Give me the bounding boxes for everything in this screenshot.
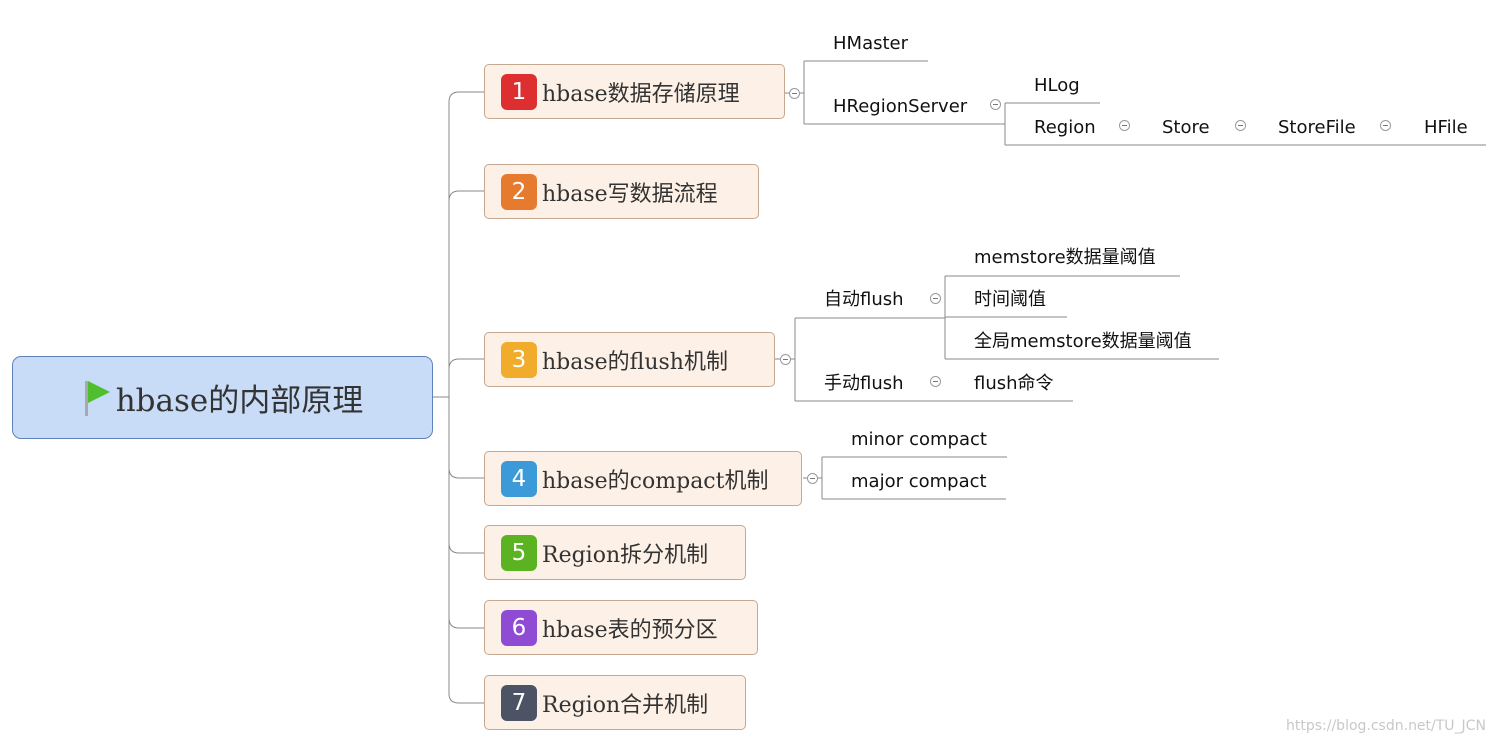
collapse-icon[interactable] bbox=[1380, 120, 1391, 131]
node-major-compact[interactable]: major compact bbox=[851, 471, 987, 492]
collapse-icon[interactable] bbox=[1235, 120, 1246, 131]
topic-label: hbase的flush机制 bbox=[542, 349, 728, 375]
topic-4[interactable]: 4 hbase的compact机制 bbox=[484, 451, 802, 506]
flag-icon bbox=[82, 379, 112, 417]
node-hlog[interactable]: HLog bbox=[1034, 75, 1080, 96]
topic-label: hbase写数据流程 bbox=[542, 181, 718, 207]
priority-7-icon: 7 bbox=[501, 684, 537, 721]
node-time-threshold[interactable]: 时间阈值 bbox=[974, 289, 1046, 310]
collapse-icon[interactable] bbox=[930, 293, 941, 304]
topic-label: hbase的compact机制 bbox=[542, 468, 769, 494]
topic-5[interactable]: 5 Region拆分机制 bbox=[484, 525, 746, 580]
watermark: https://blog.csdn.net/TU_JCN bbox=[1286, 718, 1486, 734]
collapse-icon[interactable] bbox=[789, 88, 800, 99]
node-hfile[interactable]: HFile bbox=[1424, 117, 1468, 138]
node-flush-command[interactable]: flush命令 bbox=[974, 373, 1054, 394]
collapse-icon[interactable] bbox=[780, 354, 791, 365]
topic-7[interactable]: 7 Region合并机制 bbox=[484, 675, 746, 730]
priority-2-icon: 2 bbox=[501, 173, 537, 210]
node-hregionserver[interactable]: HRegionServer bbox=[833, 96, 968, 117]
topic-3[interactable]: 3 hbase的flush机制 bbox=[484, 332, 775, 387]
collapse-icon[interactable] bbox=[807, 473, 818, 484]
collapse-icon[interactable] bbox=[930, 376, 941, 387]
topic-2[interactable]: 2 hbase写数据流程 bbox=[484, 164, 759, 219]
collapse-icon[interactable] bbox=[990, 99, 1001, 110]
priority-6-icon: 6 bbox=[501, 609, 537, 646]
topic-6[interactable]: 6 hbase表的预分区 bbox=[484, 600, 758, 655]
priority-3-icon: 3 bbox=[501, 341, 537, 378]
central-topic-label: hbase的内部原理 bbox=[115, 383, 364, 419]
node-store[interactable]: Store bbox=[1162, 117, 1210, 138]
collapse-icon[interactable] bbox=[1119, 120, 1130, 131]
node-region[interactable]: Region bbox=[1034, 117, 1096, 138]
node-memstore-threshold[interactable]: memstore数据量阈值 bbox=[974, 247, 1156, 268]
node-hmaster[interactable]: HMaster bbox=[833, 33, 909, 54]
node-minor-compact[interactable]: minor compact bbox=[851, 429, 987, 450]
node-auto-flush[interactable]: 自动flush bbox=[824, 289, 904, 310]
topic-1[interactable]: 1 hbase数据存储原理 bbox=[484, 64, 785, 119]
topic-label: hbase表的预分区 bbox=[542, 617, 718, 643]
node-manual-flush[interactable]: 手动flush bbox=[824, 373, 904, 394]
topic-label: Region合并机制 bbox=[542, 692, 709, 718]
central-topic[interactable]: hbase的内部原理 bbox=[12, 356, 433, 439]
topic-label: Region拆分机制 bbox=[542, 542, 709, 568]
node-storefile[interactable]: StoreFile bbox=[1278, 117, 1356, 138]
priority-4-icon: 4 bbox=[501, 460, 537, 497]
node-global-memstore-threshold[interactable]: 全局memstore数据量阈值 bbox=[974, 331, 1192, 352]
priority-5-icon: 5 bbox=[501, 534, 537, 571]
topic-label: hbase数据存储原理 bbox=[542, 81, 740, 107]
priority-1-icon: 1 bbox=[501, 73, 537, 110]
